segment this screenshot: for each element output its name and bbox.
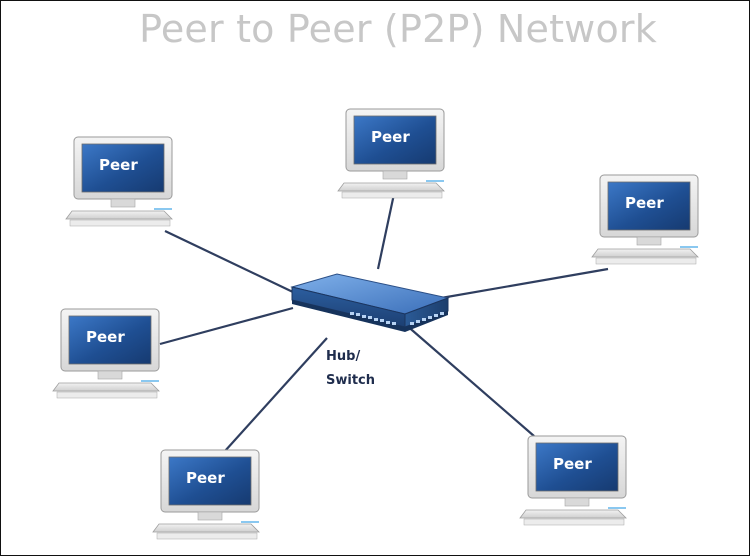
- hub-switch: Hub/ Switch: [290, 273, 450, 388]
- peer-label: Peer: [553, 455, 592, 473]
- page-title: Peer to Peer (P2P) Network: [139, 7, 657, 51]
- peer-computer-right: Peer: [591, 174, 699, 265]
- peer-computer-bottom-right: Peer: [519, 435, 627, 526]
- hub-label-line1: Hub/: [326, 349, 360, 364]
- link-peer-left: [159, 306, 294, 346]
- peer-computer-top-center: Peer: [337, 108, 445, 199]
- peer-label: Peer: [99, 156, 138, 174]
- peer-label: Peer: [625, 194, 664, 212]
- hub-label-line2: Switch: [326, 373, 375, 388]
- hub-ports: [350, 312, 444, 325]
- link-peer-bottom-right: [404, 323, 535, 437]
- peer-label: Peer: [86, 328, 125, 346]
- peer-computer-bottom-left: Peer: [152, 449, 260, 540]
- peer-computer-left: Peer: [52, 308, 160, 399]
- link-peer-bottom-left: [224, 337, 328, 452]
- link-peer-top-left: [164, 230, 296, 294]
- peer-label: Peer: [371, 128, 410, 146]
- link-peer-top-center: [376, 193, 396, 270]
- peer-computer-top-left: Peer: [65, 136, 173, 227]
- link-peer-right: [440, 267, 609, 300]
- peer-label: Peer: [186, 469, 225, 487]
